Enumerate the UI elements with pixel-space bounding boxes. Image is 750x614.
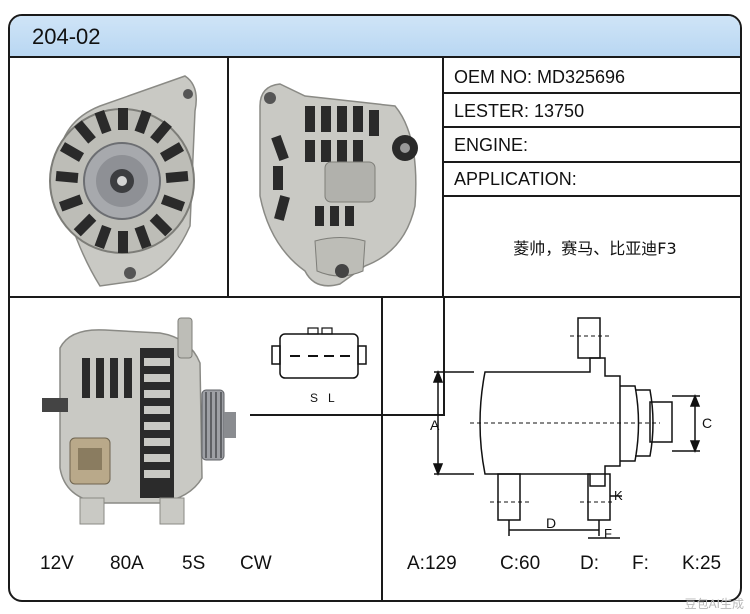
title-bar: 204-02 [10, 16, 740, 58]
alternator-side-photo [42, 317, 236, 525]
label-d: D [546, 515, 556, 531]
divider [442, 58, 444, 298]
label-a: A [430, 417, 440, 433]
dimension-a: A:129 [407, 553, 457, 574]
connector-diagram: S L [271, 327, 367, 405]
label-k: K [614, 488, 623, 503]
rotation-direction: CW [240, 553, 272, 574]
lester-number: LESTER: 13750 [454, 101, 585, 121]
pin-s-label: S [310, 391, 318, 405]
label-f: F [604, 526, 612, 541]
application-label: APPLICATION: [454, 169, 577, 189]
divider [442, 92, 740, 94]
dimension-d: D: [580, 553, 599, 574]
divider [442, 195, 740, 197]
divider [442, 161, 740, 163]
connector-box [250, 296, 445, 416]
oem-number: OEM NO: MD325696 [454, 67, 626, 87]
model-number: 204-02 [32, 24, 101, 49]
alternator-front-photo [49, 75, 197, 287]
engine-label: ENGINE: [454, 135, 529, 155]
divider [381, 296, 383, 600]
dimension-diagram: A C D F K [430, 317, 712, 541]
dimension-f: F: [632, 553, 649, 574]
dimension-k: K:25 [682, 553, 722, 574]
current-rating: 80A [110, 553, 144, 574]
alternator-rear-photo [259, 83, 418, 287]
divider [442, 126, 740, 128]
divider [227, 58, 229, 298]
spec-sheet: 204-02 OEM NO: MD325696 LESTER: 13750 EN… [8, 14, 742, 602]
watermark: 豆包AI生成 [684, 597, 744, 611]
dimension-c: C:60 [500, 553, 541, 574]
pulley-type: 5S [182, 553, 206, 574]
voltage-rating: 12V [40, 553, 74, 574]
label-c: C [702, 415, 712, 431]
vehicle-application-list: 菱帅，赛马、比亚迪F3 [513, 239, 677, 258]
pin-l-label: L [328, 391, 335, 405]
divider [10, 296, 740, 298]
